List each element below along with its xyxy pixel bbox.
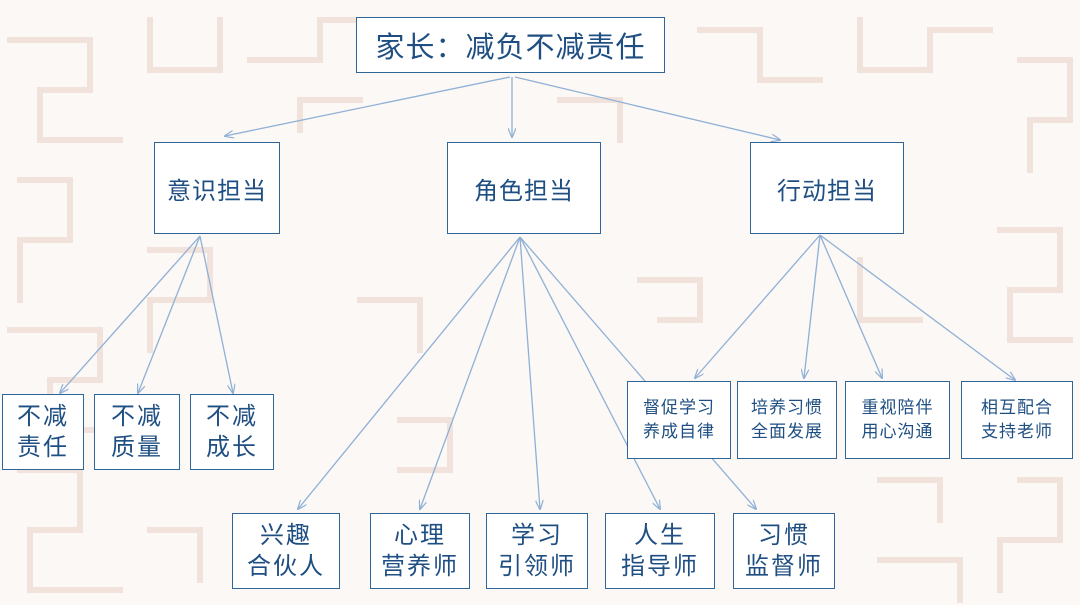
connector-action-1 <box>695 234 821 378</box>
connector-awareness-1 <box>60 235 201 393</box>
leaf-role-4: 人生 指导师 <box>605 513 715 589</box>
root-label: 家长：减负不减责任 <box>375 30 646 64</box>
leaf-line1: 培养习惯 <box>751 398 823 418</box>
leaf-line1: 重视陪伴 <box>861 398 934 418</box>
leaf-action-2: 培养习惯 全面发展 <box>737 381 837 459</box>
connector-root-action <box>514 76 780 140</box>
node-label: 角色担当 <box>474 176 574 205</box>
leaf-awareness-1: 不减 责任 <box>2 394 84 470</box>
node-action: 行动担当 <box>750 142 904 234</box>
leaf-line2: 责任 <box>17 433 69 461</box>
leaf-line2: 养成自律 <box>643 422 715 442</box>
leaf-role-2: 心理 营养师 <box>370 513 470 589</box>
connector-awareness-3 <box>199 235 233 393</box>
connector-action-3 <box>819 234 882 378</box>
leaf-line2: 引领师 <box>498 552 576 580</box>
connector-role-4 <box>519 236 660 509</box>
leaf-line2: 合伙人 <box>247 552 325 580</box>
leaf-line2: 成长 <box>206 433 258 461</box>
node-role: 角色担当 <box>447 142 601 234</box>
leaf-line1: 人生 <box>634 521 686 549</box>
node-label: 意识担当 <box>167 176 267 205</box>
leaf-line2: 用心沟通 <box>861 422 934 442</box>
leaf-role-1: 兴趣 合伙人 <box>232 513 340 589</box>
leaf-line1: 不减 <box>111 402 163 430</box>
leaf-line1: 不减 <box>17 402 69 430</box>
connector-action-2 <box>804 234 821 378</box>
root-node: 家长：减负不减责任 <box>356 17 665 73</box>
leaf-line1: 学习 <box>511 521 563 549</box>
connector-role-2 <box>420 236 521 509</box>
connector-root-awareness <box>225 76 511 136</box>
connector-role-3 <box>519 236 540 509</box>
leaf-line1: 督促学习 <box>643 398 715 418</box>
connector-awareness-2 <box>138 235 201 393</box>
node-awareness: 意识担当 <box>154 142 280 234</box>
leaf-line1: 习惯 <box>758 521 810 549</box>
leaf-line1: 兴趣 <box>260 521 312 549</box>
leaf-line2: 监督师 <box>745 552 823 580</box>
leaf-action-4: 相互配合 支持老师 <box>961 381 1073 459</box>
leaf-line2: 指导师 <box>621 552 699 580</box>
connector-role-5 <box>519 236 756 509</box>
node-label: 行动担当 <box>777 176 877 205</box>
leaf-awareness-3: 不减 成长 <box>190 394 274 470</box>
leaf-line1: 相互配合 <box>981 398 1053 418</box>
leaf-line2: 支持老师 <box>981 422 1053 442</box>
leaf-line2: 营养师 <box>381 552 459 580</box>
leaf-line2: 全面发展 <box>751 422 823 442</box>
leaf-role-5: 习惯 监督师 <box>733 513 835 589</box>
connector-action-4 <box>819 234 1015 380</box>
connector-role-1 <box>298 236 521 509</box>
leaf-action-3: 重视陪伴 用心沟通 <box>845 381 950 459</box>
leaf-line1: 心理 <box>394 521 446 549</box>
leaf-line2: 质量 <box>111 433 163 461</box>
leaf-line1: 不减 <box>206 402 258 430</box>
leaf-awareness-2: 不减 质量 <box>94 394 180 470</box>
leaf-action-1: 督促学习 养成自律 <box>627 381 731 459</box>
leaf-role-3: 学习 引领师 <box>486 513 588 589</box>
